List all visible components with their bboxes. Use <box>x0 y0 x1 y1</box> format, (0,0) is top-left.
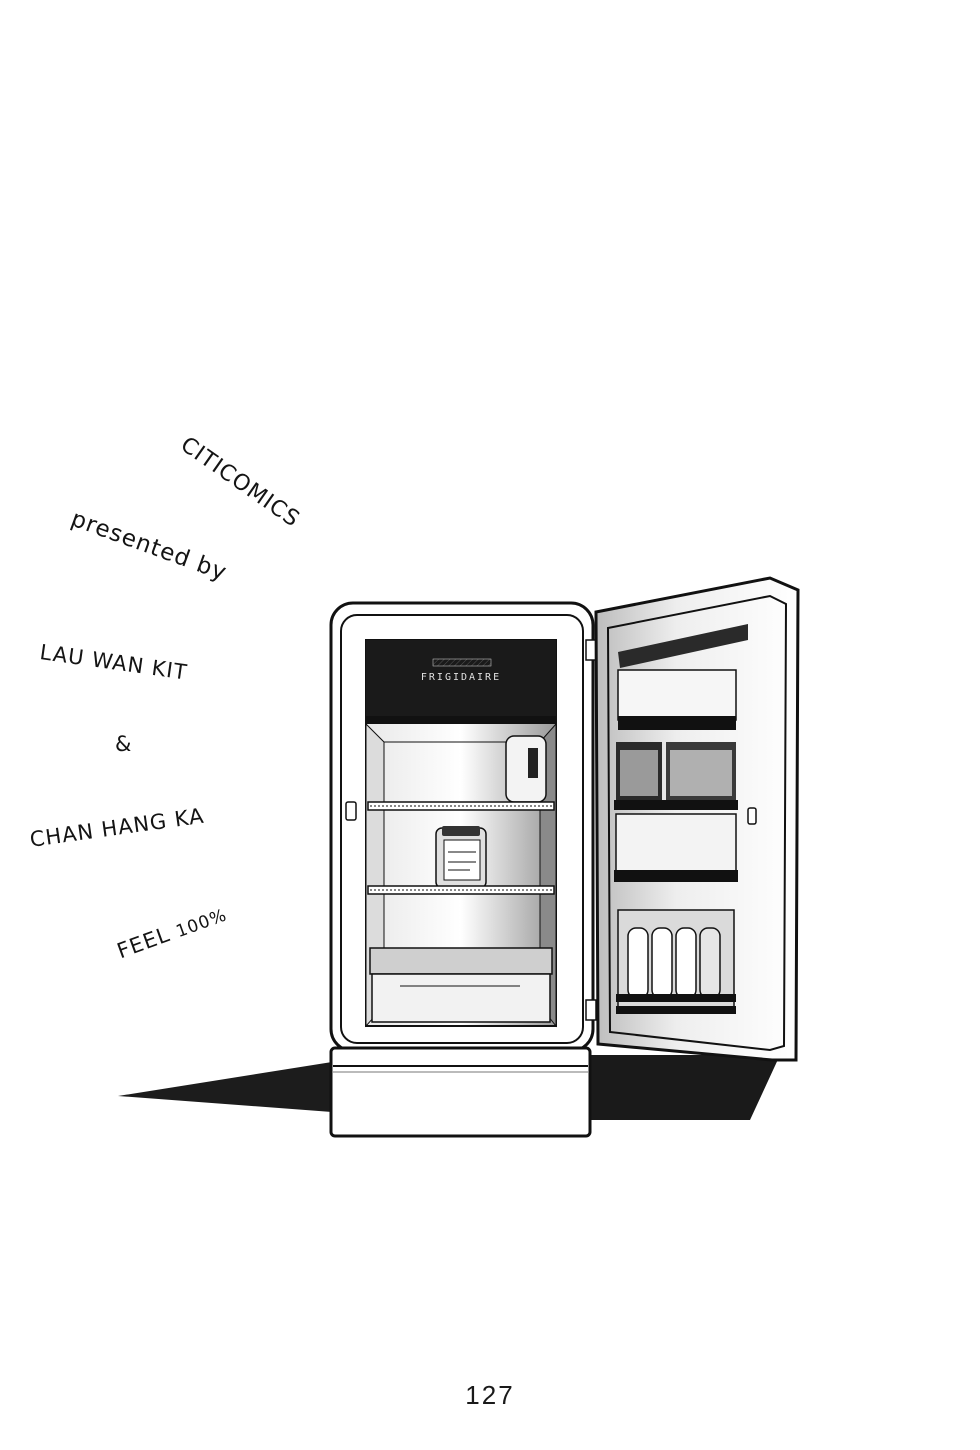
page-number: 127 <box>465 1380 515 1410</box>
fridge-base <box>329 1046 592 1138</box>
door-shelf-top <box>617 669 737 730</box>
open-door <box>594 576 800 1062</box>
door-bottle-rack <box>616 909 736 1014</box>
door-bins <box>614 742 738 810</box>
door-shelf-middle <box>614 813 738 882</box>
crisper-drawer <box>369 947 553 1023</box>
right-floor-shadow <box>585 1055 780 1120</box>
door-latch <box>747 807 757 825</box>
ampersand-text: & <box>115 732 133 756</box>
cold-control <box>505 735 547 803</box>
freezer-compartment <box>366 640 556 718</box>
cabinet-latch <box>345 801 357 821</box>
upper-shelf <box>367 801 555 811</box>
fridge-cabinet-inner-rim <box>340 614 584 1044</box>
left-floor-shadow <box>118 1062 332 1112</box>
jar <box>435 826 487 889</box>
brand-plate: FRIGIDAIRE <box>421 672 501 683</box>
middle-shelf <box>367 885 555 895</box>
